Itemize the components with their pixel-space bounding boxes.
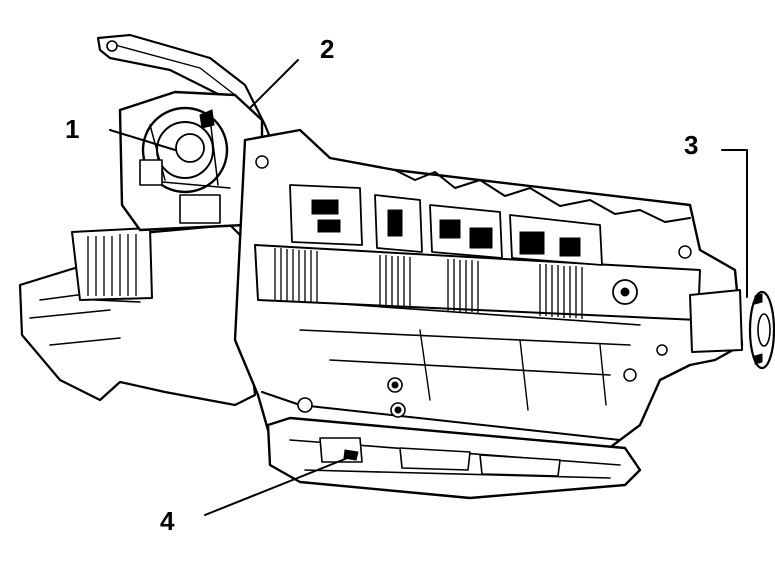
leader-line-4: [204, 454, 356, 516]
callout-1: 1: [65, 114, 79, 144]
bell-housing: [18, 223, 257, 407]
callout-2: 2: [320, 34, 334, 64]
leader-lines: [109, 59, 748, 516]
leader-line-1: [109, 129, 176, 151]
output-flange: [689, 289, 775, 370]
oil-pan: [266, 416, 642, 500]
callout-4: 4: [160, 506, 175, 536]
callout-3: 3: [684, 130, 698, 160]
leader-line-2: [249, 59, 299, 109]
leader-line-3: [721, 149, 748, 298]
oil-pump-housing: [118, 90, 264, 232]
gear-train-cutaway: [254, 155, 701, 321]
